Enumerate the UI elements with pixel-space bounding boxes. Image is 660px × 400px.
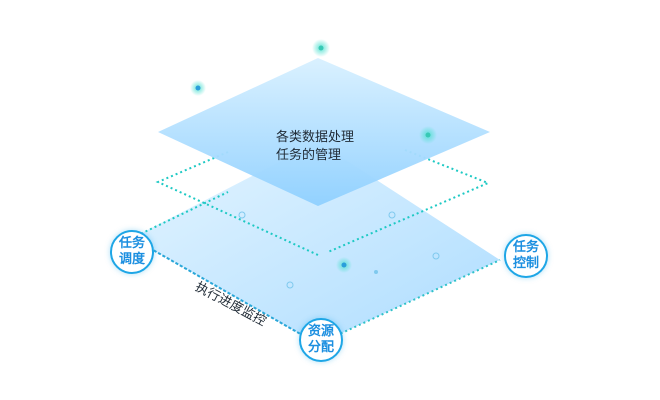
glow-dot — [195, 85, 201, 91]
glow-dot — [425, 132, 431, 138]
badge-right-line2: 控制 — [512, 256, 539, 271]
glow-dot — [374, 270, 378, 274]
badge-resource-allocation: 资源 分配 — [299, 318, 343, 362]
glow-dot — [388, 211, 396, 219]
top-plane-label: 各类数据处理 任务的管理 — [276, 129, 354, 165]
bottom-plane-left-border — [131, 237, 319, 345]
glow-dot — [286, 281, 294, 289]
top-plane-line1: 各类数据处理 — [276, 130, 355, 145]
glow-dot — [341, 262, 347, 268]
bottom-plane-right-border — [317, 259, 501, 345]
badge-bottom-line1: 资源 — [307, 324, 334, 339]
bottom-plane — [132, 142, 500, 344]
badge-left-line1: 任务 — [118, 236, 145, 251]
middle-dotted-left — [155, 151, 319, 256]
middle-dotted-right — [327, 149, 491, 253]
badge-task-control: 任务 控制 — [504, 234, 548, 278]
top-plane — [158, 58, 490, 206]
badge-task-scheduling: 任务 调度 — [110, 230, 154, 274]
top-plane-line2: 任务的管理 — [276, 148, 342, 163]
glow-dot — [432, 252, 440, 260]
glow-dot — [318, 45, 324, 51]
badge-bottom-line2: 分配 — [307, 340, 334, 355]
badge-left-line2: 调度 — [118, 252, 145, 267]
badge-right-line1: 任务 — [512, 240, 539, 255]
glow-dot — [238, 211, 246, 219]
